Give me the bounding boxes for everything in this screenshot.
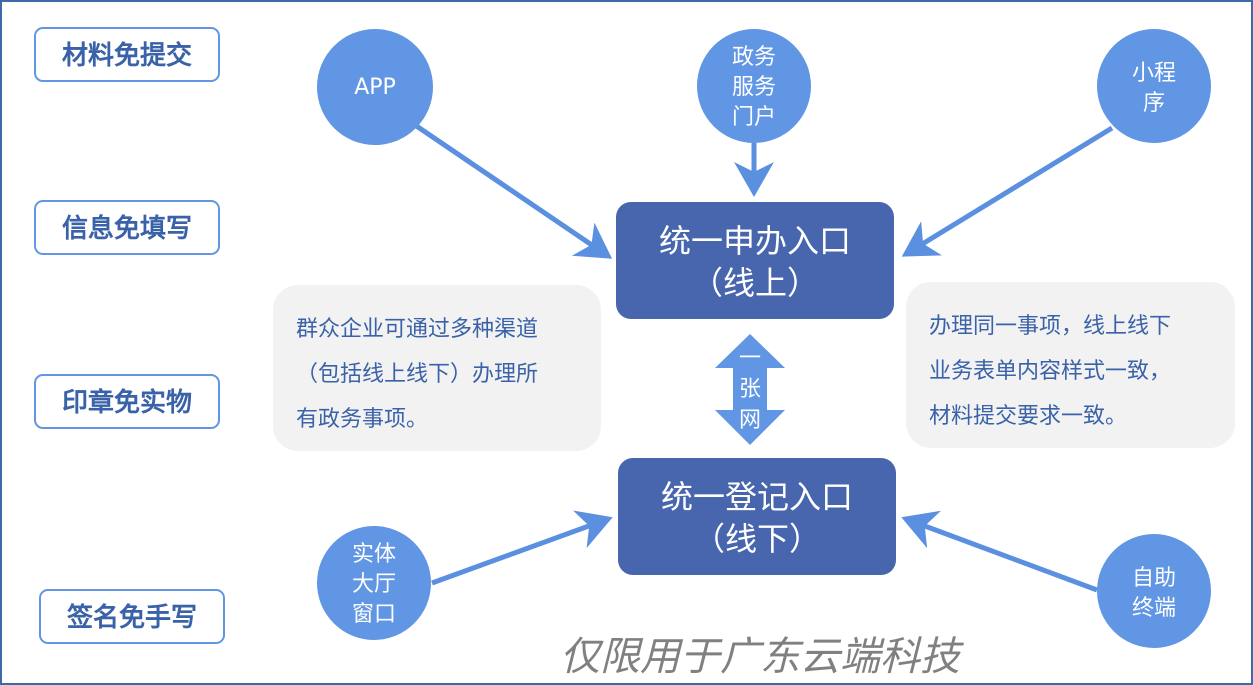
label-text: 材料免提交 [62,40,192,71]
arrow-hall [431,510,613,586]
entry-title: 统一申办入口 [659,222,851,260]
connector-text: 张 [739,377,761,402]
channel-label: 小程 [1132,61,1176,86]
offline-entry-box: 统一登记入口 （线下） [618,458,896,575]
connector-text: 一 [739,346,761,371]
label-signature: 签名免手写 [39,589,225,644]
channel-label: 序 [1143,91,1165,116]
right-note: 办理同一事项，线上线下 业务表单内容样式一致， 材料提交要求一致。 [906,282,1235,448]
note-line: 办理同一事项，线上线下 [929,314,1171,339]
channel-label: 终端 [1132,596,1176,621]
left-note: 群众企业可通过多种渠道 （包括线上线下）办理所 有政务事项。 [273,285,601,451]
online-entry-box: 统一申办入口 （线上） [616,202,894,319]
channel-label: 窗口 [352,602,396,627]
channel-label: 服务 [732,75,776,100]
channel-label: APP [354,75,396,100]
watermark: 仅限用于广东云端科技 [560,634,964,680]
double-arrow-connector: 一 张 网 [715,334,785,445]
entry-title: 统一登记入口 [661,478,853,516]
arrow-terminal [901,510,1098,593]
note-line: 业务表单内容样式一致， [929,359,1171,384]
channel-portal: 政务 服务 门户 [697,29,811,143]
channel-app: APP [317,29,433,145]
arrow-miniprogram [901,125,1114,257]
note-line: 群众企业可通过多种渠道 [296,317,538,342]
channel-label: 实体 [352,542,396,567]
channel-hall: 实体 大厅 窗口 [317,526,431,640]
label-text: 签名免手写 [67,602,197,633]
note-line: 材料提交要求一致。 [929,404,1127,429]
channel-terminal: 自助 终端 [1097,534,1211,648]
label-text: 信息免填写 [62,213,192,244]
label-seal: 印章免实物 [34,374,220,429]
connector-text: 网 [739,408,761,433]
channel-label: 大厅 [352,572,396,597]
label-text: 印章免实物 [62,387,192,418]
arrow-app [413,122,613,259]
channel-label: 政务 [732,45,776,70]
entry-subtitle: （线下） [693,520,821,558]
channel-label: 自助 [1132,566,1176,591]
channel-label: 门户 [732,105,776,130]
label-info: 信息免填写 [34,200,220,255]
note-line: 有政务事项。 [296,407,428,432]
channel-miniprogram: 小程 序 [1097,29,1211,143]
label-materials: 材料免提交 [34,27,220,82]
note-line: （包括线上线下）办理所 [296,362,538,387]
entry-subtitle: （线上） [691,264,819,302]
